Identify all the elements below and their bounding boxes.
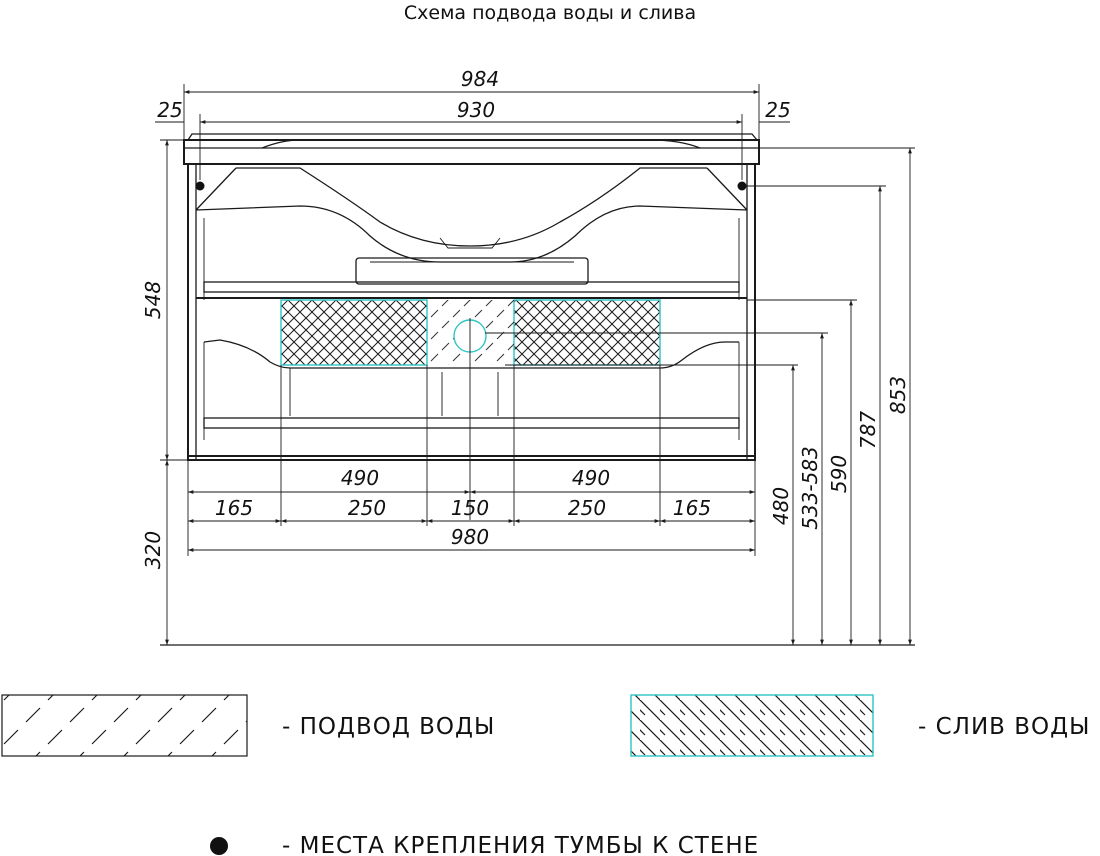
dim-930: 930 <box>457 98 495 122</box>
legend-mount-icon <box>210 837 228 855</box>
dim-853: 853 <box>886 376 910 414</box>
legend-drain-swatch <box>630 694 874 757</box>
dim-25-left: 25 <box>157 98 182 122</box>
dim-250-right: 250 <box>568 496 606 520</box>
dim-590: 590 <box>827 455 851 493</box>
dim-984: 984 <box>461 67 499 91</box>
dim-250-left: 250 <box>348 496 386 520</box>
washbasin <box>183 133 760 165</box>
legend-drain-label: - СЛИВ ВОДЫ <box>918 714 1090 740</box>
page-title: Схема подвода воды и слива <box>403 2 697 24</box>
dim-980: 980 <box>451 525 489 549</box>
legend-supply-swatch <box>1 694 248 757</box>
dim-787: 787 <box>856 411 880 449</box>
mount-point-right <box>737 181 747 191</box>
dim-480: 480 <box>769 487 793 525</box>
drain-zone-right <box>513 299 661 366</box>
cabinet <box>187 163 756 461</box>
dim-548: 548 <box>141 281 165 319</box>
legend-mount-label: - МЕСТА КРЕПЛЕНИЯ ТУМБЫ К СТЕНЕ <box>282 833 759 856</box>
dim-320: 320 <box>141 531 165 569</box>
legend-supply-label: - ПОДВОД ВОДЫ <box>282 714 495 740</box>
mount-point-left <box>195 181 205 191</box>
dim-490-right: 490 <box>572 466 610 490</box>
dim-25-right: 25 <box>765 98 790 122</box>
dim-490-left: 490 <box>341 466 379 490</box>
supply-zone <box>427 300 514 365</box>
dim-533-583: 533-583 <box>798 446 822 530</box>
dim-bottom <box>187 460 756 556</box>
legend: - ПОДВОД ВОДЫ - СЛИВ ВОДЫ - МЕСТА КРЕПЛЕ… <box>1 694 1090 856</box>
dim-165-left: 165 <box>215 496 253 520</box>
dim-165-right: 165 <box>673 496 711 520</box>
dim-150: 150 <box>451 496 489 520</box>
dim-right <box>485 147 915 645</box>
drain-zone-left <box>280 299 428 366</box>
dim-top <box>155 84 790 180</box>
drain-zones <box>280 299 661 366</box>
